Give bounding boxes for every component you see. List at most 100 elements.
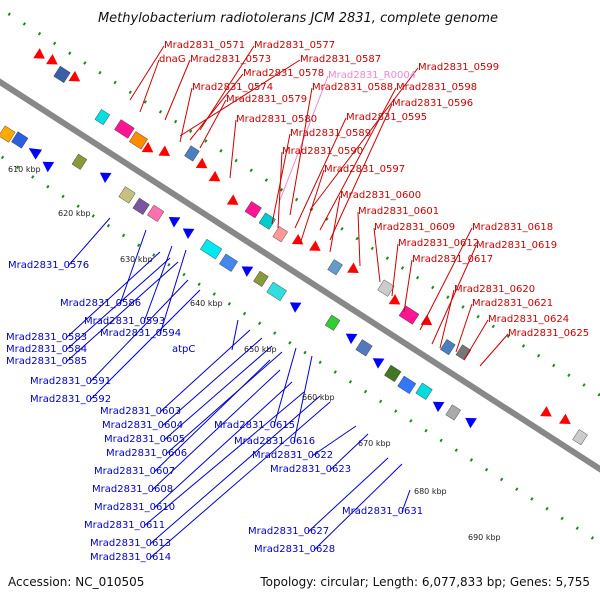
reverse-arrow-50: [372, 358, 385, 369]
rev-gene-label-25: Mrad2831_0628: [254, 544, 335, 555]
gene-block-38: [147, 204, 165, 222]
genome-backbone: [0, 78, 600, 473]
fwd-gene-label-15: Mrad2831_0589: [290, 128, 371, 139]
gene-block-34: [71, 153, 88, 170]
rev-leader-23: [149, 401, 331, 559]
rev-leader-25: [313, 463, 403, 551]
rev-leader-8: [89, 279, 189, 383]
fwd-leader-11: [199, 99, 227, 149]
fwd-leader-28: [479, 333, 509, 367]
forward-arrow-1: [46, 54, 58, 65]
rev-gene-label-23: Mrad2831_0614: [90, 552, 171, 563]
fwd-gene-label-6: Mrad2831_R0004: [328, 70, 416, 81]
fwd-gene-label-10: Mrad2831_0598: [396, 82, 477, 93]
gene-features: [0, 48, 588, 446]
rev-gene-label-19: Mrad2831_0608: [92, 484, 173, 495]
fwd-leader-20: [373, 227, 381, 283]
fwd-gene-label-2: dnaG: [159, 54, 186, 65]
fwd-leader-24: [403, 259, 413, 313]
forward-arrow-19: [347, 262, 359, 273]
rev-leader-4: [65, 251, 161, 339]
fwd-leader-23: [431, 245, 477, 345]
fwd-gene-label-7: Mrad2831_0599: [418, 62, 499, 73]
forward-arrow-26: [540, 406, 552, 417]
rev-leader-10: [159, 329, 251, 413]
gene-block-9: [184, 145, 200, 162]
fwd-leader-8: [179, 87, 193, 143]
fwd-gene-label-26: Mrad2831_0621: [472, 298, 553, 309]
kbp-tick-label: 640 kbp: [190, 299, 223, 308]
rev-gene-label-26: Mrad2831_0631: [342, 506, 423, 517]
reverse-arrow-35: [99, 172, 112, 184]
kbp-tick-label: 630 kbp: [120, 255, 153, 264]
gene-block-36: [118, 186, 136, 204]
gene-block-28: [572, 429, 588, 446]
accession-text: Accession: NC_010505: [8, 575, 144, 589]
kbp-tick-label: 620 kbp: [58, 209, 91, 218]
reverse-arrow-32: [28, 148, 43, 160]
fwd-gene-label-22: Mrad2831_0612: [398, 238, 479, 249]
gene-block-6: [129, 131, 148, 150]
rev-leader-3: [159, 249, 187, 335]
rev-leader-2: [143, 245, 173, 323]
forward-arrow-27: [559, 413, 571, 425]
fwd-gene-label-11: Mrad2831_0579: [226, 94, 307, 105]
rev-gene-label-4: Mrad2831_0583: [6, 332, 87, 343]
rev-gene-label-1: Mrad2831_0586: [60, 298, 141, 309]
fwd-gene-label-14: Mrad2831_0595: [346, 112, 427, 123]
fwd-gene-label-4: Mrad2831_0587: [300, 54, 381, 65]
rev-gene-label-9: Mrad2831_0592: [30, 394, 111, 405]
gene-block-22: [398, 305, 420, 325]
rev-gene-label-10: Mrad2831_0603: [100, 406, 181, 417]
rev-leader-14: [273, 347, 297, 427]
rev-leader-16: [311, 425, 357, 457]
gene-block-41: [200, 238, 223, 260]
rev-gene-label-20: Mrad2831_0610: [94, 502, 175, 513]
fwd-leader-19: [357, 211, 361, 267]
fwd-gene-label-18: Mrad2831_0600: [340, 190, 421, 201]
rev-leader-9: [89, 289, 201, 401]
fwd-leader-14: [294, 117, 347, 229]
gene-block-52: [397, 375, 417, 394]
reverse-arrow-46: [289, 302, 302, 313]
fwd-leader-0: [129, 45, 165, 101]
kbp-tick-label: 690 kbp: [468, 533, 501, 542]
fwd-gene-label-3: Mrad2831_0573: [190, 54, 271, 65]
kbp-tick-label: 680 kbp: [414, 487, 447, 496]
forward-arrow-21: [388, 294, 401, 305]
rev-gene-label-15: Mrad2831_0616: [234, 436, 315, 447]
gene-block-14: [258, 212, 276, 230]
reverse-arrow-39: [168, 217, 181, 228]
fwd-gene-label-17: Mrad2831_0597: [324, 164, 405, 175]
forward-arrow-11: [208, 170, 221, 182]
gene-block-2: [53, 65, 71, 83]
reverse-arrow-33: [42, 161, 55, 173]
gene-block-5: [114, 119, 135, 139]
rev-leader-21: [143, 391, 305, 527]
rev-gene-label-11: Mrad2831_0604: [102, 420, 183, 431]
fwd-leader-22: [391, 243, 399, 297]
rev-leader-18: [153, 359, 271, 473]
fwd-leader-5: [189, 73, 244, 141]
rev-leader-12: [163, 345, 273, 441]
gene-block-4: [94, 109, 111, 126]
forward-arrow-10: [195, 157, 208, 169]
gene-block-24: [440, 339, 456, 356]
rev-gene-label-6: Mrad2831_0585: [6, 356, 87, 367]
gene-block-25: [455, 344, 472, 361]
rev-gene-label-2: Mrad2831_0593: [84, 316, 165, 327]
rev-leader-11: [161, 337, 263, 427]
rev-leader-1: [119, 229, 147, 305]
gene-block-20: [377, 279, 395, 297]
rev-leader-24: [307, 457, 389, 533]
map-title: Methylobacterium radiotolerans JCM 2831,…: [98, 11, 498, 26]
gene-block-13: [244, 201, 262, 219]
rev-gene-label-8: Mrad2831_0591: [30, 376, 111, 387]
forward-arrow-12: [226, 194, 239, 205]
forward-arrow-3: [68, 70, 81, 82]
fwd-leader-10: [319, 87, 397, 231]
gene-block-49: [355, 339, 373, 357]
fwd-leader-2: [139, 59, 160, 113]
rev-leader-17: [329, 433, 369, 471]
fwd-leader-3: [164, 59, 191, 121]
